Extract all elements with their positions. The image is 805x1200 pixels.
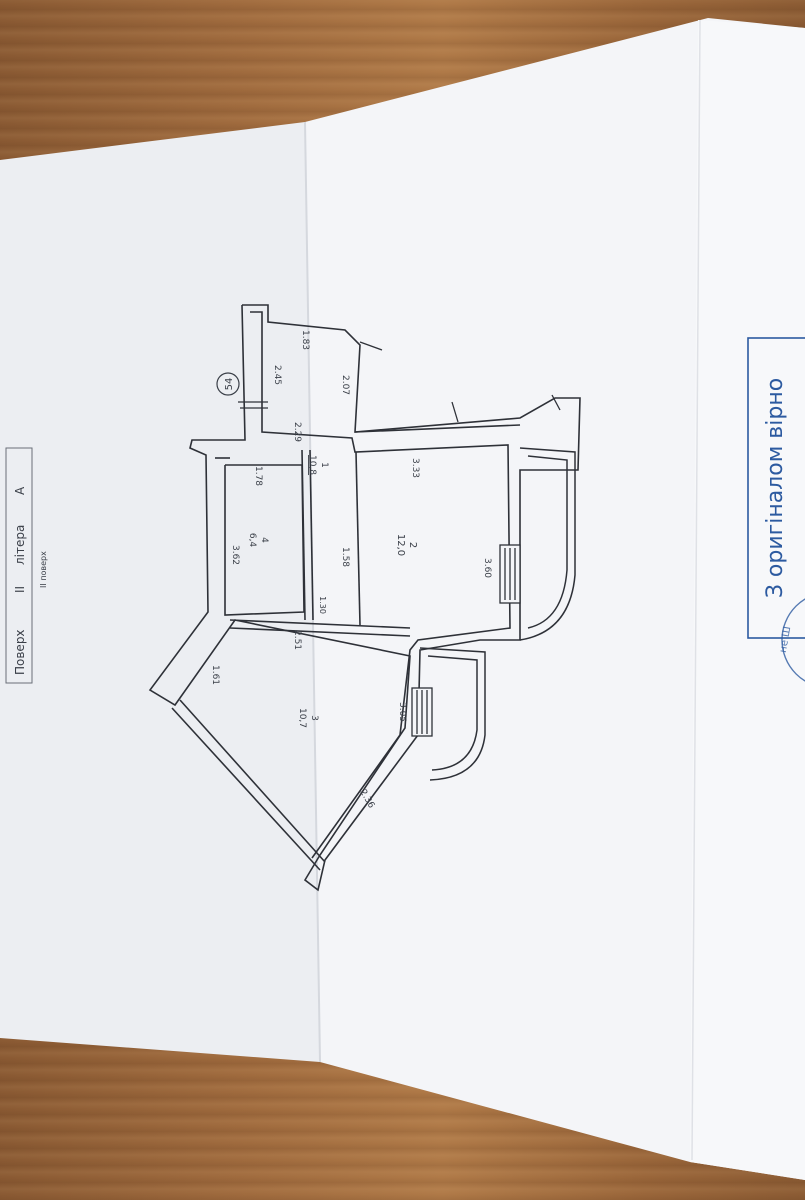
svg-text:1: 1 <box>319 462 329 468</box>
dimension-label: 1.30 <box>318 596 327 614</box>
room-4-label: 4 6,4 <box>247 533 269 548</box>
floor-header: Поверх II літера А II поверх <box>5 447 48 684</box>
dimension-label: 3.33 <box>410 458 420 478</box>
svg-text:6,4: 6,4 <box>247 533 257 548</box>
svg-text:10,8: 10,8 <box>307 455 317 475</box>
letter-label: літера <box>13 525 27 565</box>
stamp-text: З оригіналом вірно <box>763 378 788 598</box>
svg-text:3: 3 <box>309 715 319 721</box>
room-labels: 1 10,8 2 12,0 3 10,7 4 6,4 <box>247 455 418 728</box>
dimension-label: 1.83 <box>300 330 310 350</box>
dimension-label: 2.07 <box>340 375 350 395</box>
dimension-labels: 1.83 2.45 2.07 2.29 1.78 3.33 3.62 1.58 … <box>210 330 492 810</box>
room-2-label: 2 12,0 <box>395 534 418 556</box>
unit-number-marker: 54 <box>216 372 240 396</box>
paper-right-panel <box>305 18 805 1180</box>
balconies <box>419 447 576 781</box>
letter-value: А <box>13 486 27 495</box>
dimension-label: 1.58 <box>340 547 350 567</box>
floor-sub-label: II поверх <box>39 551 48 588</box>
dimension-label: 2.45 <box>272 365 282 385</box>
svg-text:12,0: 12,0 <box>395 534 406 556</box>
unit-number: 54 <box>224 378 235 391</box>
room-3-label: 3 10,7 <box>297 708 319 728</box>
svg-text:2: 2 <box>407 542 418 548</box>
floor-value: II <box>13 586 27 593</box>
dimension-label: 3.05 <box>397 702 407 722</box>
dimension-label: 1.61 <box>210 665 220 685</box>
wall-openings <box>238 341 561 737</box>
dimension-label: 2.29 <box>292 422 302 442</box>
svg-text:4: 4 <box>259 537 269 543</box>
dimension-label: 3.62 <box>230 545 240 565</box>
walls <box>148 304 581 892</box>
paper-left-panel <box>0 122 320 1062</box>
floor-label: Поверх <box>13 629 27 675</box>
dimension-label: 3.60 <box>482 558 492 578</box>
certification-stamp: З оригіналом вірно не Ш <box>747 337 805 682</box>
room-1-label: 1 10,8 <box>307 455 329 475</box>
dimension-label: 2.51 <box>292 630 302 650</box>
seal-fragment: не Ш <box>778 626 793 654</box>
dimension-label: 1.78 <box>253 466 263 486</box>
svg-text:10,7: 10,7 <box>297 708 307 728</box>
